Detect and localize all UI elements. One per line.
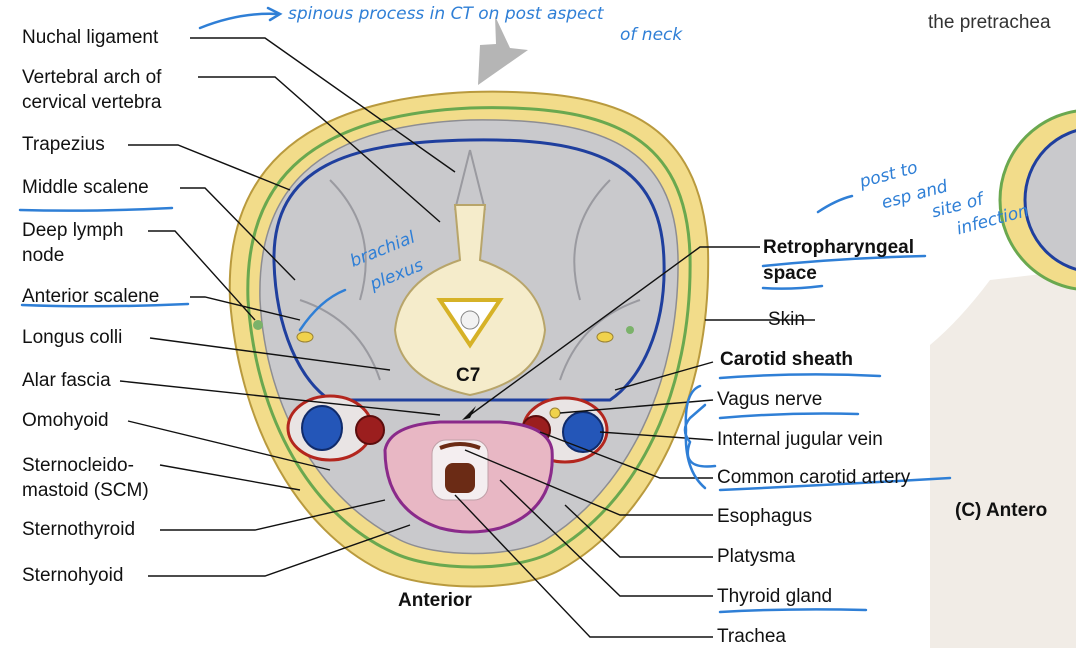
common-carotid-artery-left (355, 415, 385, 445)
label-panel-c: (C) Antero (955, 500, 1048, 521)
label-alar-fascia: Alar fascia (22, 370, 111, 391)
lymph-node-right (626, 326, 634, 334)
internal-jugular-vein-right (562, 411, 604, 453)
prevertebral-fascia (272, 138, 666, 402)
label-platysma: Platysma (717, 546, 796, 567)
label-anterior: Anterior (398, 590, 472, 611)
label-skin: Skin (768, 309, 805, 330)
label-vertebral-arch-line2: cervical vertebra (22, 92, 162, 113)
label-longus-colli: Longus colli (22, 327, 123, 348)
note-spinous-line2: of neck (620, 25, 683, 45)
label-nuchal-ligament: Nuchal ligament (22, 27, 159, 48)
label-deep-lymph-node-line1: Deep lymph (22, 220, 124, 241)
label-trapezius: Trapezius (22, 134, 105, 155)
label-sternohyoid: Sternohyoid (22, 565, 124, 586)
brachial-plexus-right (596, 331, 614, 343)
label-top-partial: the pretrachea (928, 12, 1051, 33)
label-sternothyroid: Sternothyroid (22, 519, 136, 540)
label-trachea: Trachea (717, 626, 786, 647)
label-scm-line2: mastoid (SCM) (22, 480, 149, 501)
internal-jugular-vein-left (301, 405, 343, 451)
label-deep-lymph-node-line2: node (22, 245, 65, 266)
label-vagus-nerve: Vagus nerve (717, 389, 823, 410)
label-esophagus: Esophagus (717, 506, 813, 527)
label-common-carotid-artery: Common carotid artery (717, 467, 911, 488)
brachial-plexus-left (296, 331, 314, 343)
label-scm-line1: Sternocleido- (22, 455, 134, 476)
vagus-nerve (549, 407, 561, 419)
label-middle-scalene: Middle scalene (22, 177, 149, 198)
label-anterior-scalene: Anterior scalene (22, 286, 160, 307)
left-leader-lines (119, 37, 456, 577)
note-spinous-line1: spinous process in CT on post aspect (288, 4, 604, 24)
deep-lymph-node (253, 320, 263, 330)
label-internal-jugular-vein: Internal jugular vein (717, 429, 883, 450)
retropharyngeal-arrow-icon (462, 406, 476, 420)
trachea-lumen (445, 463, 475, 493)
label-vertebral-arch-line1: Vertebral arch of (22, 67, 162, 88)
label-retropharyngeal-line2: space (763, 263, 817, 284)
right-leader-lines (454, 246, 815, 638)
investing-fascia (246, 106, 692, 569)
adjacent-panel-bg (930, 270, 1076, 648)
adjacent-neck-muscle (1023, 129, 1076, 271)
muscle-septa (299, 149, 641, 381)
label-c7: C7 (456, 365, 481, 386)
label-carotid-sheath: Carotid sheath (720, 349, 854, 370)
label-retropharyngeal-line1: Retropharyngeal (763, 237, 914, 258)
label-omohyoid: Omohyoid (22, 410, 109, 431)
handwritten-annotations (18, 6, 952, 614)
spinal-cord (460, 310, 480, 330)
label-thyroid-gland: Thyroid gland (717, 586, 833, 607)
posterior-arrow-icon (478, 16, 528, 85)
esophagus (439, 442, 481, 450)
